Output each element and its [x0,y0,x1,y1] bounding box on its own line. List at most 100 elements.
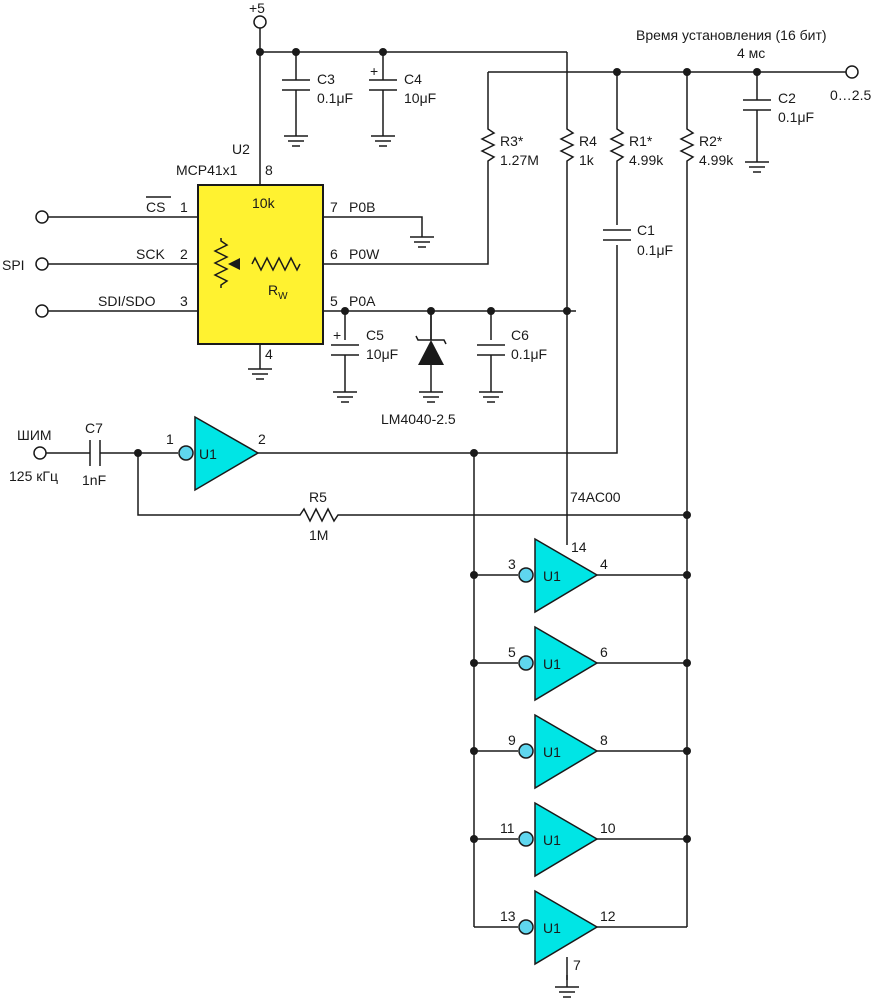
c1-value: 0.1μF [637,242,673,258]
gate4-in-pin: 9 [508,732,516,748]
pin7-name: P0B [349,199,375,215]
gate-u1-1 [178,415,260,492]
vcc-terminal [253,15,267,29]
gate1-in-pin: 1 [166,431,174,447]
wire-vcc-rail [259,18,568,545]
c2-ref: C2 [778,90,796,106]
vcc-pin: 14 [571,539,587,555]
u2-part: MCP41x1 [176,162,238,178]
c5-value: 10μF [366,346,398,362]
wire-c3-c4-gnd [295,104,384,124]
wire-ref-gnd [344,355,492,380]
c4-plus: + [370,63,378,79]
c5-plus: + [333,327,341,343]
c6-value: 0.1μF [511,346,547,362]
resistor-r3 [480,125,496,165]
ground-icon [418,379,444,403]
logic-gates [178,415,599,966]
r2-ref: R2* [699,133,723,149]
ground-icon [554,974,580,998]
wire-spi [48,216,198,312]
r5-value: 1M [309,527,328,543]
pin6-name: P0W [349,246,380,262]
wire-r3-p0w [323,165,489,265]
wire-output-rail [487,71,846,125]
c7-value: 1nF [82,472,106,488]
c3-ref: C3 [317,71,335,87]
capacitor-c5 [331,344,359,356]
resistor-r4 [559,125,575,165]
pwm-label: ШИМ [17,427,52,443]
pin8-num: 8 [265,162,273,178]
gate1-ref: U1 [199,446,217,462]
pin7-num: 7 [330,199,338,215]
c2-value: 0.1μF [778,109,814,125]
output-label: 0…2.5 [830,87,871,103]
sdi-terminal [35,304,49,318]
gate-u1-6 [518,889,599,966]
gate2-in-pin: 3 [508,556,516,572]
wire-gate-outputs [597,574,687,928]
pwm-freq: 125 кГц [9,468,58,484]
gate2-out-pin: 4 [600,556,608,572]
resistor-r2 [679,125,695,165]
wire-p0a-ref [323,310,576,340]
wire-gate-input-bus [473,453,518,928]
pwm-terminal [33,446,47,460]
gate2-ref: U1 [543,568,561,584]
r2-value: 4.99k [699,152,734,168]
pin3-num: 3 [180,293,188,309]
supply-label: +5 [249,0,265,16]
capacitor-c4 [369,75,397,104]
r1-ref: R1* [629,133,653,149]
ground-icon [478,379,504,403]
c1-ref: C1 [637,222,655,238]
r3-value: 1.27M [500,152,539,168]
capacitor-c6 [477,344,505,356]
gate5-out-pin: 10 [600,820,616,836]
pin4-num: 4 [265,346,273,362]
gate6-ref: U1 [543,920,561,936]
gate4-ref: U1 [543,744,561,760]
gate1-out-pin: 2 [258,431,266,447]
c3-value: 0.1μF [317,90,353,106]
ground-icon [744,149,770,173]
junctions [134,48,761,843]
zener-diode-lm4040 [415,311,447,365]
ground-icon [332,379,358,403]
ground-icon [370,123,396,147]
wire-p0b-gnd [323,216,423,225]
u2-value: 10k [252,195,276,211]
gate-u1-4 [518,713,599,790]
wire-r1-c1-gate1 [258,165,618,454]
spi-label: SPI [2,257,25,273]
rw-label: RW [268,282,288,302]
gate-u1-2 [518,537,599,614]
gate-u1-3 [518,625,599,702]
r4-value: 1k [579,152,595,168]
c4-value: 10μF [404,90,436,106]
gate4-out-pin: 8 [600,732,608,748]
pin5-num: 5 [330,293,338,309]
chip-u2 [197,184,324,345]
capacitor-c7 [88,440,102,466]
terminals [33,15,859,460]
gate3-in-pin: 5 [508,644,516,660]
c5-ref: C5 [366,327,384,343]
c4-ref: C4 [404,71,422,87]
gnd-pin: 7 [573,957,581,973]
capacitor-c1 [603,229,631,241]
c6-ref: C6 [511,327,529,343]
gate3-ref: U1 [543,656,561,672]
gate6-in-pin: 13 [500,908,516,924]
pin2-num: 2 [180,246,188,262]
pin1-num: 1 [180,199,188,215]
resistor-r1 [609,125,625,165]
r3-ref: R3* [500,133,524,149]
r5-ref: R5 [309,489,327,505]
ground-icon [283,123,309,147]
logic-part: 74AC00 [570,489,621,505]
output-terminal [845,65,859,79]
gate6-out-pin: 12 [600,908,616,924]
